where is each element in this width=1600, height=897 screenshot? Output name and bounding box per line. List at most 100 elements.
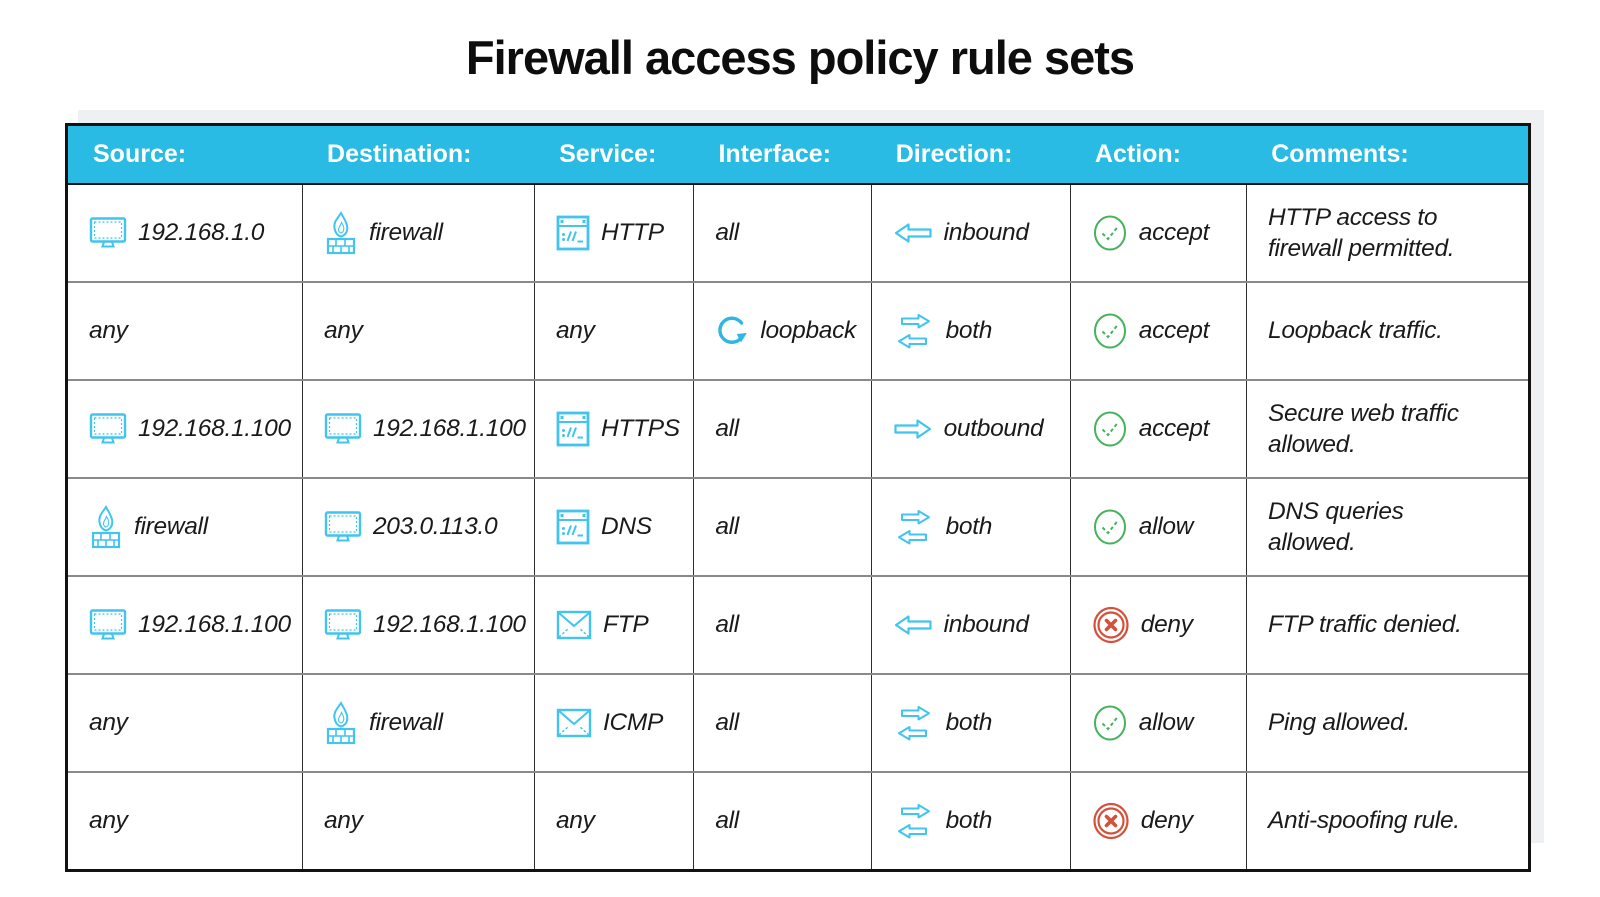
source-cell: any	[68, 675, 302, 771]
direction-value: inbound	[943, 219, 1029, 246]
comments-cell: Secure web traffic allowed.	[1246, 381, 1528, 477]
comment-text: HTTP access to firewall permitted.	[1268, 203, 1455, 262]
comment-text: Loopback traffic.	[1268, 317, 1443, 345]
direction-cell: both	[870, 675, 1070, 771]
destination-cell: 203.0.113.0	[301, 479, 534, 575]
source-cell: 192.168.1.100	[68, 381, 302, 477]
source-value: any	[89, 317, 128, 344]
firewall-icon	[89, 504, 123, 550]
source-value: 192.168.1.100	[138, 415, 291, 442]
source-cell: firewall	[68, 479, 302, 575]
action-value: accept	[1138, 317, 1210, 344]
source-cell: any	[68, 283, 302, 379]
table-row: 192.168.1.100 192.168.1.100 FTP all inbou…	[68, 575, 1528, 673]
direction-cell: both	[870, 283, 1070, 379]
service-value: FTP	[602, 611, 649, 638]
firewall-icon	[324, 210, 358, 256]
interface-value: all	[715, 415, 739, 442]
service-value: ICMP	[602, 709, 664, 736]
action-value: allow	[1138, 709, 1194, 736]
interface-value: all	[715, 513, 739, 540]
interface-value: all	[715, 807, 739, 834]
arrows-both-icon	[893, 705, 935, 742]
comments-cell: DNS queries allowed.	[1246, 479, 1528, 575]
action-value: allow	[1138, 513, 1194, 540]
interface-cell: all	[693, 675, 870, 771]
source-value: any	[89, 709, 128, 736]
direction-cell: outbound	[870, 381, 1070, 477]
destination-cell: firewall	[301, 185, 534, 281]
arrow-left-icon	[893, 221, 933, 245]
destination-value: 192.168.1.100	[372, 415, 526, 442]
table-row: firewall 203.0.113.0 DNS all both allow DN…	[68, 477, 1528, 575]
interface-cell: all	[693, 773, 870, 869]
arrows-both-icon	[893, 313, 935, 350]
comments-cell: Ping allowed.	[1246, 675, 1528, 771]
accept-icon	[1092, 508, 1128, 546]
destination-cell: firewall	[301, 675, 534, 771]
monitor-icon	[89, 216, 127, 250]
service-cell: ICMP	[533, 675, 693, 771]
accept-icon	[1092, 312, 1128, 350]
column-header-direction: Direction:	[895, 140, 1013, 168]
service-cell: HTTPS	[533, 381, 693, 477]
column-header-destination: Destination:	[327, 140, 472, 168]
destination-value: any	[323, 317, 363, 344]
column-header-action: Action:	[1094, 140, 1182, 168]
table-row: any firewall ICMP all both allow Ping allo…	[68, 673, 1528, 771]
service-cell: FTP	[533, 577, 693, 673]
service-value: any	[555, 807, 595, 834]
browser-icon	[556, 411, 590, 447]
deny-icon	[1092, 802, 1130, 840]
monitor-icon	[324, 608, 362, 642]
column-header-comments: Comments:	[1271, 140, 1409, 168]
direction-value: both	[945, 513, 993, 540]
destination-cell: 192.168.1.100	[301, 381, 534, 477]
arrows-both-icon	[893, 803, 935, 840]
action-cell: accept	[1069, 381, 1246, 477]
destination-cell: any	[301, 283, 534, 379]
comment-text: Ping allowed.	[1268, 709, 1410, 737]
source-cell: any	[68, 773, 302, 869]
source-value: 192.168.1.100	[138, 611, 291, 638]
envelope-icon	[556, 708, 592, 738]
interface-cell: all	[693, 577, 870, 673]
action-cell: allow	[1069, 675, 1246, 771]
action-value: deny	[1140, 807, 1193, 834]
direction-cell: both	[870, 479, 1070, 575]
destination-value: any	[323, 807, 363, 834]
browser-icon	[556, 509, 590, 545]
direction-cell: inbound	[870, 577, 1070, 673]
comments-cell: Anti-spoofing rule.	[1246, 773, 1528, 869]
firewall-icon	[324, 700, 358, 746]
accept-icon	[1092, 214, 1128, 252]
direction-value: both	[945, 709, 993, 736]
comment-text: DNS queries allowed.	[1268, 497, 1404, 556]
destination-value: 192.168.1.100	[372, 611, 526, 638]
comments-cell: HTTP access to firewall permitted.	[1246, 185, 1528, 281]
loopback-icon	[715, 314, 749, 348]
interface-value: loopback	[760, 317, 856, 344]
destination-cell: 192.168.1.100	[301, 577, 534, 673]
direction-cell: inbound	[870, 185, 1070, 281]
firewall-rules-table: Source: Destination: Service: Interface:…	[65, 123, 1531, 872]
action-value: accept	[1138, 415, 1210, 442]
column-header-service: Service:	[559, 140, 657, 168]
destination-value: firewall	[368, 219, 443, 246]
comments-cell: Loopback traffic.	[1246, 283, 1528, 379]
accept-icon	[1092, 704, 1128, 742]
arrows-both-icon	[893, 509, 935, 546]
source-value: any	[89, 807, 128, 834]
source-value: firewall	[134, 513, 208, 540]
service-cell: any	[533, 773, 693, 869]
action-value: deny	[1140, 611, 1193, 638]
destination-value: firewall	[368, 709, 443, 736]
comments-cell: FTP traffic denied.	[1246, 577, 1528, 673]
browser-icon	[556, 215, 590, 251]
interface-cell: all	[693, 381, 870, 477]
arrow-left-icon	[893, 613, 933, 637]
service-cell: DNS	[533, 479, 693, 575]
